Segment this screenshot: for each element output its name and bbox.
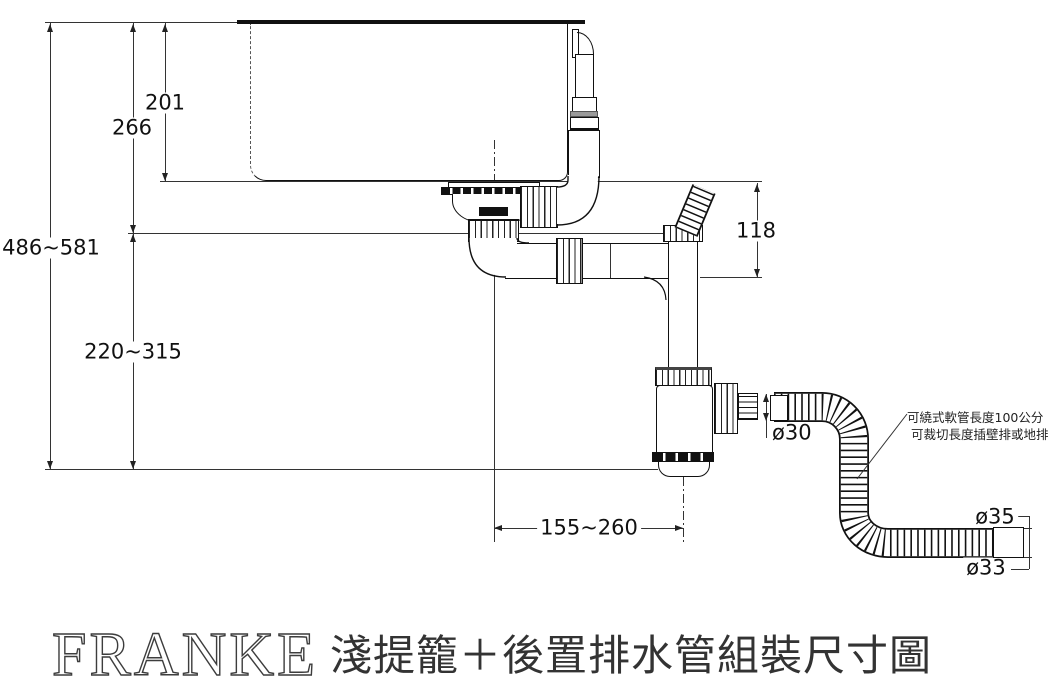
trap-bottom-cup	[658, 462, 710, 477]
trap-coupling-nut	[655, 367, 712, 386]
arrowhead	[130, 225, 136, 233]
hose-end-fitting	[993, 527, 1024, 558]
sink-basin	[250, 24, 568, 181]
sink-rim	[237, 20, 585, 24]
trap-body	[656, 385, 713, 454]
mount-plane-line	[128, 233, 664, 234]
arrowhead	[130, 461, 136, 469]
arrowhead	[162, 173, 168, 181]
dim-label-rim-to-mount: 266	[108, 117, 156, 139]
dim-label-drain-offset: 155~260	[537, 517, 641, 539]
overflow-seal-band	[570, 111, 598, 117]
pipe-seam-line	[610, 244, 611, 278]
dim-label-mount-to-floor: 220~315	[81, 341, 185, 363]
rim-extension-line	[45, 22, 237, 23]
dim-label-bowl-depth: 201	[141, 92, 189, 114]
hose-dia-bracket-top	[1018, 516, 1029, 517]
strainer-centerline	[494, 140, 495, 183]
arrowhead	[494, 525, 502, 531]
hose-dia-bracket-side	[1029, 516, 1030, 569]
dim-label-hose-outer-dia: ø35	[972, 506, 1018, 528]
annotation-note: 可繞式軟管長度100公分 可裁切長度插壁排或地排	[907, 409, 1049, 444]
dim-label-118: 118	[732, 220, 780, 242]
floor-line	[45, 469, 658, 470]
overflow-elbow	[557, 175, 598, 224]
arrowhead	[763, 394, 769, 402]
trap-bottom-cap-band	[652, 452, 714, 462]
vertical-drain-pipe	[668, 242, 698, 368]
trap-outlet-nozzle	[738, 393, 758, 420]
angled-inlet-nut	[663, 225, 703, 242]
title-brand-logo: FRANKE	[51, 621, 319, 689]
strainer-extension-line	[494, 183, 495, 542]
arrowhead	[763, 413, 769, 421]
hose-inlet-fitting	[770, 395, 788, 421]
horizontal-drain-pipe	[505, 243, 668, 279]
annotation-line1: 可繞式軟管長度100公分	[907, 410, 1044, 425]
title-text: 淺提籠＋後置排水管組裝尺寸圖	[330, 631, 933, 680]
arrowhead	[754, 184, 760, 192]
arrowhead	[754, 269, 760, 277]
hose-dia-bracket-bottom	[1011, 569, 1029, 570]
arrowhead	[130, 24, 136, 32]
pipe-junction-curve	[643, 276, 667, 301]
arrowhead	[47, 24, 53, 32]
strainer-tailpiece-nut	[468, 219, 519, 242]
overflow-top-bend	[577, 32, 594, 54]
strainer-waste-plug	[479, 207, 508, 216]
pipe-coupling-nut	[556, 238, 583, 284]
pipe-extension-line	[700, 277, 762, 278]
hose-dia-tick-bottom	[1023, 557, 1032, 558]
overflow-pipe-step	[572, 97, 597, 112]
overflow-pipe-lower	[568, 130, 600, 178]
strainer-side-outlet-nut	[520, 186, 558, 228]
dim-line-outlet-dia	[766, 394, 767, 421]
arrowhead	[675, 525, 683, 531]
arrowhead	[162, 24, 168, 32]
overflow-pipe-mid	[570, 117, 599, 130]
dim-label-rim-to-floor: 486~581	[0, 237, 103, 259]
trap-outlet-nut	[714, 383, 738, 434]
annotation-line2: 可裁切長度插壁排或地排	[911, 427, 1049, 443]
overflow-pipe-upper	[575, 54, 594, 98]
annotation-leader-line	[856, 413, 908, 480]
hose-dia-tick-top	[1023, 528, 1032, 529]
dim-label-outlet-dia: ø30	[770, 420, 814, 445]
arrowhead	[130, 234, 136, 242]
outlet-dia-leader	[766, 421, 767, 438]
arrowhead	[47, 461, 53, 469]
dim-label-hose-end-dia: ø33	[963, 557, 1009, 579]
bowl-bottom-line	[160, 181, 762, 182]
